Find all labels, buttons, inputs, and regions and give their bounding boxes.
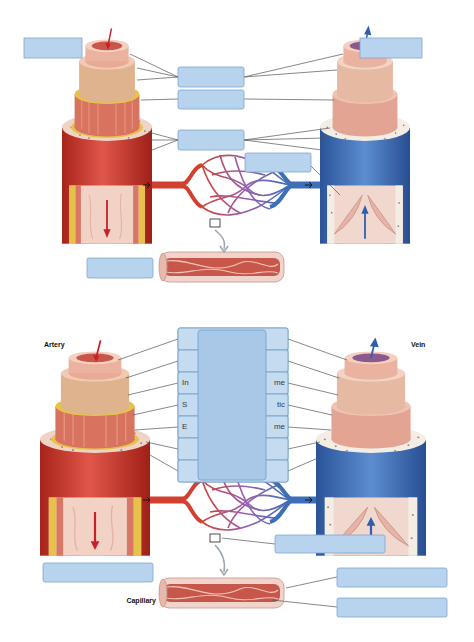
illustration-part: [198, 330, 266, 480]
illustration-part: [245, 153, 311, 172]
pointer-arrow: [220, 246, 228, 252]
vein-drawing: [316, 337, 426, 555]
illustration-part: [288, 339, 347, 471]
illustration-part: [43, 563, 153, 582]
capillary-drawing: [159, 252, 284, 282]
label-slot: In: [182, 378, 189, 387]
term-fragment: In: [182, 378, 189, 387]
illustration-part: [178, 328, 288, 482]
illustration-part: [118, 339, 178, 471]
term-fragment: tic: [277, 400, 285, 409]
term-fragment: me: [274, 422, 285, 431]
label-slot: Capillary: [126, 597, 156, 605]
artery-drawing: [62, 28, 152, 243]
pointer-arrow: [215, 545, 225, 572]
illustration-part: [148, 132, 178, 150]
label-slot: Vein: [411, 341, 425, 349]
illustration-part: [275, 535, 385, 553]
illustration-part: [87, 258, 153, 278]
illustration-part: [24, 38, 82, 58]
label-slot: Artery: [44, 341, 65, 349]
blank-label-boxes: [24, 38, 422, 278]
flow-arrow: [305, 182, 312, 188]
label-slot: tic: [277, 400, 285, 409]
label-slot: me: [274, 422, 285, 431]
illustration-part: [178, 328, 288, 482]
leader-lines: [130, 54, 343, 195]
term-list-box: [178, 328, 288, 482]
illustration-part: [178, 90, 244, 109]
illustration-part: [337, 568, 447, 587]
illustration-part: [244, 128, 340, 195]
illustration-part: [360, 38, 422, 58]
term-fragment: E: [182, 422, 187, 431]
capillary-drawing: [159, 578, 284, 608]
illustration-part: [337, 598, 447, 617]
illustration-part: [244, 54, 343, 100]
vessel-title: Vein: [411, 341, 425, 349]
term-fragment: me: [274, 378, 285, 387]
illustration-part: [178, 130, 244, 150]
vessel-title: Capillary: [126, 597, 156, 605]
flow-arrow: [305, 497, 312, 503]
flow-arrow: [143, 497, 150, 503]
illustration-part: [178, 67, 244, 87]
artery-drawing: [40, 340, 150, 555]
illustration-part: [130, 54, 178, 100]
flow-arrow: [143, 182, 150, 188]
label-slot: S: [182, 400, 187, 409]
term-fragment: S: [182, 400, 187, 409]
label-slot: me: [274, 378, 285, 387]
label-slot: E: [182, 422, 187, 431]
vessel-title: Artery: [44, 341, 65, 349]
pointer-arrow: [220, 569, 228, 575]
blank-label-boxes: [43, 535, 447, 617]
pointer-arrow: [215, 230, 225, 249]
